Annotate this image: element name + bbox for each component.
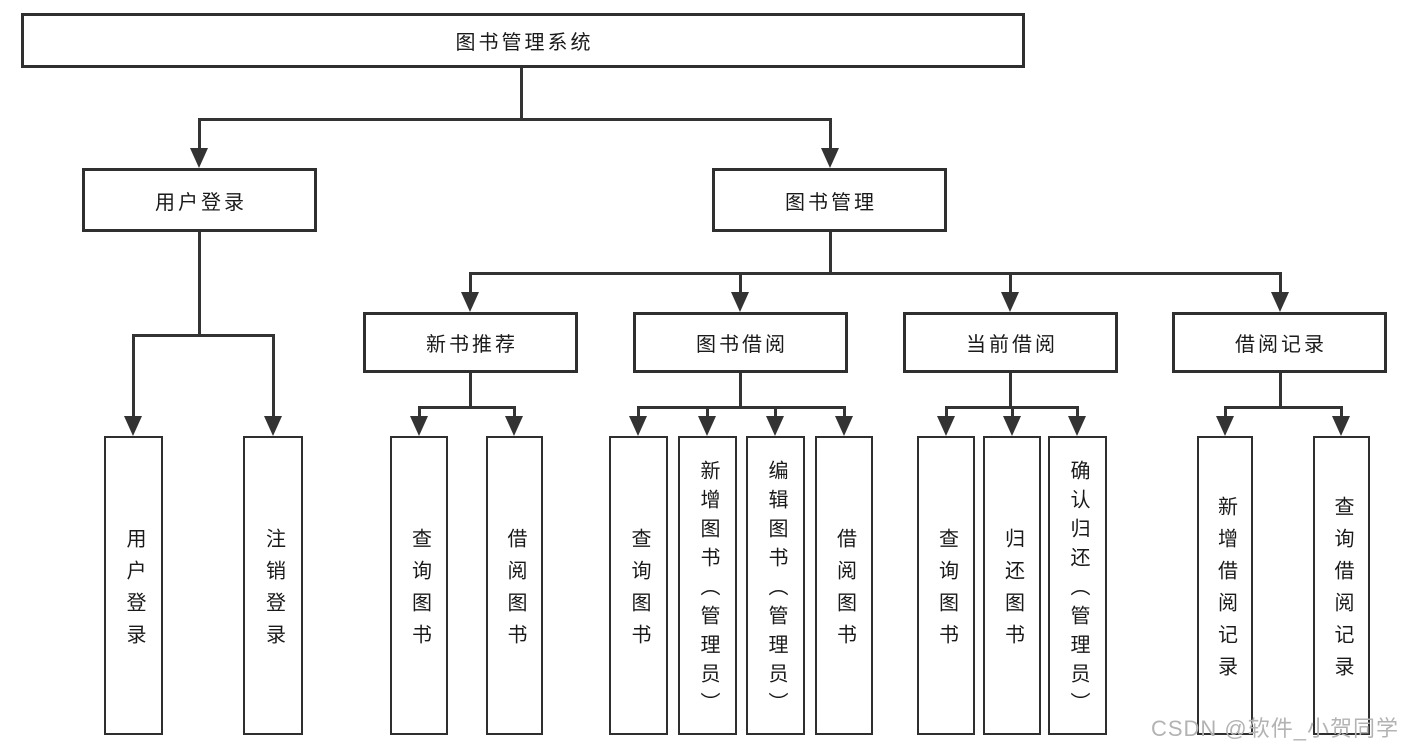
connector-stem-current-borrow <box>1008 272 1012 292</box>
leaf-query-books-recommend: 查询图书 <box>390 436 448 735</box>
connector-stem-query-books-borrow <box>636 406 640 416</box>
connector-user-login-rail <box>131 334 275 337</box>
connector-book-borrow-feed-line <box>738 373 742 406</box>
leaf-logout: 注销登录 <box>243 436 303 735</box>
arrowhead-return-books <box>1003 416 1021 436</box>
arrowhead-leaf-logout <box>264 416 282 436</box>
connector-stem-edit-books-admin <box>773 406 777 416</box>
node-new-book-recommend-label: 新书推荐 <box>426 334 518 356</box>
node-new-book-recommend: 新书推荐 <box>363 312 578 373</box>
connector-stem-borrow-records <box>1278 272 1282 292</box>
node-book-borrow-label: 图书借阅 <box>696 334 788 356</box>
node-current-borrow-label: 当前借阅 <box>966 334 1058 356</box>
connector-stem-book-management <box>828 118 832 148</box>
arrowhead-confirm-return-admin <box>1068 416 1086 436</box>
leaf-edit-books-admin-label: 编辑图书（管理员） <box>765 459 787 721</box>
leaf-confirm-return-admin: 确认归还（管理员） <box>1048 436 1107 735</box>
node-book-management-label: 图书管理 <box>785 191 877 214</box>
arrowhead-borrow-books-borrow <box>835 416 853 436</box>
connector-stem-query-borrow-record <box>1339 406 1343 416</box>
connector-new-book-recommend-rail <box>417 406 516 409</box>
leaf-query-books-borrow: 查询图书 <box>609 436 668 735</box>
leaf-query-books-recommend-label: 查询图书 <box>408 527 431 656</box>
node-borrow-records-label: 借阅记录 <box>1235 334 1327 356</box>
leaf-query-books-current: 查询图书 <box>917 436 975 735</box>
arrowhead-query-borrow-record <box>1332 416 1350 436</box>
connector-root-rail <box>197 118 832 121</box>
node-user-login: 用户登录 <box>82 168 317 232</box>
connector-stem-borrow-books-recommend <box>512 406 516 416</box>
arrowhead-query-books-recommend <box>410 416 428 436</box>
leaf-edit-books-admin: 编辑图书（管理员） <box>746 436 805 735</box>
leaf-borrow-books-borrow: 借阅图书 <box>815 436 873 735</box>
connector-book-management-feed-line <box>828 232 832 272</box>
connector-stem-return-books <box>1010 406 1014 416</box>
leaf-borrow-books-recommend-label: 借阅图书 <box>504 527 526 656</box>
connector-stem-query-books-recommend <box>417 406 421 416</box>
connector-stem-add-books-admin <box>705 406 709 416</box>
leaf-borrow-books-recommend: 借阅图书 <box>486 436 543 735</box>
connector-new-book-recommend-feed-line <box>468 373 472 406</box>
node-user-login-label: 用户登录 <box>155 191 247 214</box>
leaf-query-borrow-record-label: 查询借阅记录 <box>1331 495 1353 688</box>
leaf-query-books-borrow-label: 查询图书 <box>628 527 650 656</box>
leaf-borrow-books-borrow-label: 借阅图书 <box>833 527 856 656</box>
connector-borrow-records-feed-line <box>1278 373 1282 406</box>
connector-book-management-rail <box>468 272 1282 275</box>
arrowhead-user-login <box>190 148 208 168</box>
connector-root-feed-line <box>519 68 523 118</box>
connector-stem-query-books-current <box>944 406 948 416</box>
connector-stem-leaf-user-login <box>131 334 135 416</box>
leaf-return-books-label: 归还图书 <box>1001 527 1024 656</box>
connector-stem-user-login <box>197 118 201 148</box>
connector-stem-new-book-recommend <box>468 272 472 292</box>
arrowhead-new-book-recommend <box>461 292 479 312</box>
arrowhead-current-borrow <box>1001 292 1019 312</box>
leaf-query-books-current-label: 查询图书 <box>935 527 958 656</box>
arrowhead-borrow-books-recommend <box>505 416 523 436</box>
arrowhead-add-books-admin <box>698 416 716 436</box>
arrowhead-borrow-records <box>1271 292 1289 312</box>
arrowhead-edit-books-admin <box>766 416 784 436</box>
leaf-add-books-admin-label: 新增图书（管理员） <box>697 459 719 721</box>
arrowhead-book-management <box>821 148 839 168</box>
csdn-watermark: CSDN @软件_小贺同学 <box>1150 716 1399 741</box>
node-book-management: 图书管理 <box>712 168 947 232</box>
node-current-borrow: 当前借阅 <box>903 312 1118 373</box>
connector-stem-leaf-logout <box>271 334 275 416</box>
arrowhead-add-borrow-record <box>1216 416 1234 436</box>
arrowhead-book-borrow <box>731 292 749 312</box>
arrowhead-query-books-current <box>937 416 955 436</box>
leaf-add-books-admin: 新增图书（管理员） <box>678 436 737 735</box>
node-borrow-records: 借阅记录 <box>1172 312 1387 373</box>
leaf-add-borrow-record-label: 新增借阅记录 <box>1214 495 1237 688</box>
arrowhead-query-books-borrow <box>629 416 647 436</box>
connector-user-login-feed-line <box>197 232 201 334</box>
connector-book-borrow-rail <box>636 406 846 409</box>
connector-stem-add-borrow-record <box>1223 406 1227 416</box>
connector-stem-book-borrow <box>738 272 742 292</box>
leaf-logout-label: 注销登录 <box>262 527 285 656</box>
leaf-return-books: 归还图书 <box>983 436 1041 735</box>
node-book-borrow: 图书借阅 <box>633 312 848 373</box>
leaf-user-login: 用户登录 <box>104 436 163 735</box>
arrowhead-leaf-user-login <box>124 416 142 436</box>
leaf-user-login-label: 用户登录 <box>123 527 145 656</box>
connector-stem-borrow-books-borrow <box>842 406 846 416</box>
leaf-add-borrow-record: 新增借阅记录 <box>1197 436 1253 735</box>
leaf-query-borrow-record: 查询借阅记录 <box>1313 436 1370 735</box>
node-root-label: 图书管理系统 <box>455 32 594 54</box>
connector-borrow-records-rail <box>1223 406 1343 409</box>
node-root: 图书管理系统 <box>21 13 1025 68</box>
leaf-confirm-return-admin-label: 确认归还（管理员） <box>1067 459 1089 721</box>
connector-stem-confirm-return-admin <box>1075 406 1079 416</box>
connector-current-borrow-feed-line <box>1008 373 1012 406</box>
